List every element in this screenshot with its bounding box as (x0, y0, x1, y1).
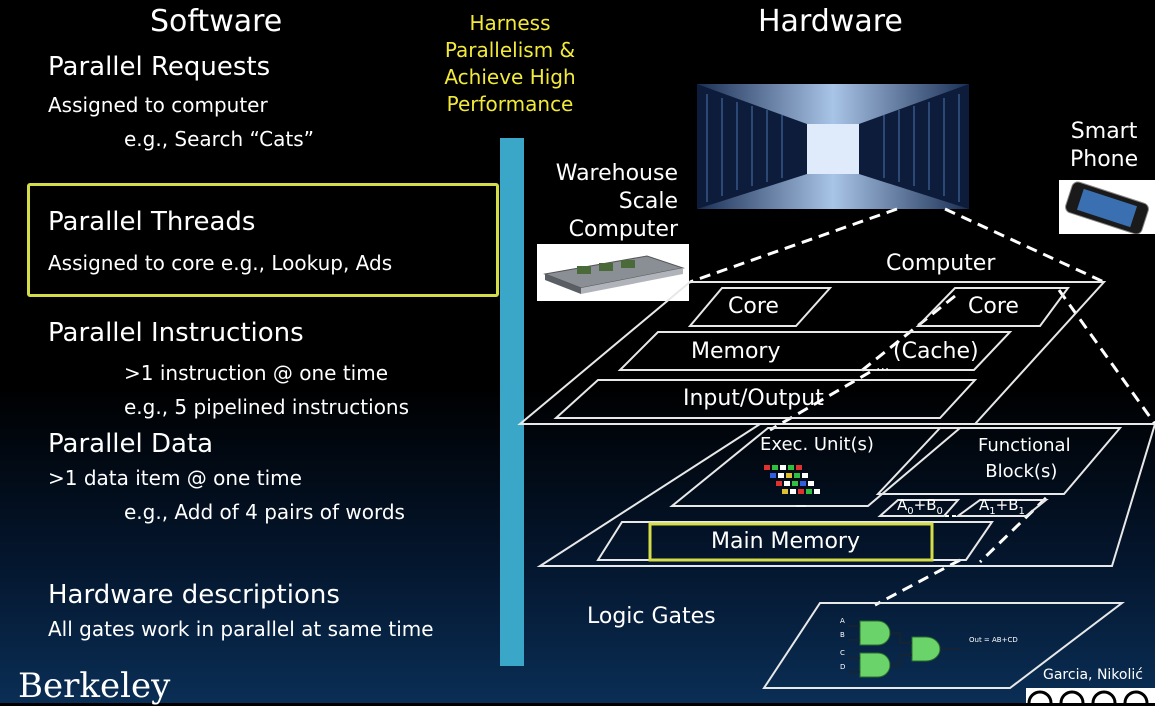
gate-output-label: Out = AB+CD (969, 636, 1018, 644)
io-box (553, 379, 978, 419)
memory-label: Memory (691, 339, 781, 364)
a0-letter: A (897, 496, 908, 514)
server-image (537, 244, 689, 301)
main-memory-label: Main Memory (711, 529, 860, 554)
creative-commons-icon (1026, 688, 1155, 703)
parallelism-bar (500, 138, 524, 666)
exec-units-label: Exec. Unit(s) (760, 434, 874, 455)
parallel-data-line-1: >1 data item @ one time (48, 466, 302, 490)
parallel-requests-line-2: e.g., Search “Cats” (124, 127, 314, 151)
processor-plane (536, 423, 1155, 567)
computer-label: Computer (886, 251, 996, 276)
parallel-requests-title: Parallel Requests (48, 52, 271, 82)
harness-line-1: Harness (469, 11, 551, 35)
a1-sub: 1 (989, 506, 996, 517)
memory-plane-box (596, 521, 994, 561)
parallel-instructions-line-2: e.g., 5 pipelined instructions (124, 395, 410, 419)
smart-phone-line-1: Smart (1070, 119, 1138, 144)
core-left-label: Core (728, 294, 779, 319)
b0-sub: 0 (936, 506, 943, 517)
exec-chip-pattern (764, 465, 820, 507)
io-label: Input/Output (683, 386, 824, 411)
smart-phone-line-2: Phone (1070, 147, 1139, 172)
or-gate (911, 636, 941, 662)
warehouse-line-2: Scale (618, 189, 678, 214)
gate-input-c: C (840, 649, 845, 657)
warehouse-line-3: Computer (568, 217, 678, 242)
author-credit: Garcia, Nikolić (1043, 667, 1143, 683)
dash-datacenter-left (689, 207, 898, 284)
parallel-requests-line-1: Assigned to computer (48, 93, 268, 117)
software-heading: Software (150, 4, 283, 39)
logic-gates-label: Logic Gates (587, 604, 716, 629)
parallel-instructions-title: Parallel Instructions (48, 318, 304, 348)
adder-a0b0-label: A0+B0 (897, 496, 943, 517)
exec-unit-box (669, 427, 963, 507)
gate-wires (848, 625, 960, 673)
functional-block-label: Functional Block(s) (972, 433, 1071, 485)
and-gate-top (859, 620, 891, 646)
harness-label: Harness Parallelism & Achieve High Perfo… (430, 10, 590, 118)
functional-block-line-1: Functional (978, 435, 1071, 456)
b1-sub: 1 (1018, 506, 1025, 517)
core-right-label: Core (968, 294, 1019, 319)
adder-a1b1-label: A1+B1 (979, 496, 1025, 517)
hardware-descriptions-title: Hardware descriptions (48, 580, 340, 610)
main-memory-highlight (648, 522, 934, 562)
parallel-threads-highlight-box (27, 183, 499, 297)
a1-letter: A (979, 496, 990, 514)
smart-phone-image (1059, 180, 1155, 234)
dash-core-to-exec (859, 294, 956, 374)
gate-input-d: D (840, 663, 846, 671)
dash-block-to-gates (978, 496, 1048, 564)
dash-computer-right (1057, 289, 1155, 425)
parallel-threads-line-1: Assigned to core e.g., Lookup, Ads (48, 251, 393, 275)
functional-block-line-2: Block(s) (985, 461, 1058, 482)
b0-letter: +B (913, 496, 937, 514)
core-left-box (687, 287, 833, 327)
memory-box (617, 331, 1013, 371)
parallel-data-line-2: e.g., Add of 4 pairs of words (124, 500, 405, 524)
and-gate-bottom (859, 652, 891, 678)
harness-line-3: Achieve High (444, 65, 576, 89)
parallel-data-title: Parallel Data (48, 429, 214, 459)
a0-sub: 0 (907, 506, 914, 517)
parallel-threads-title: Parallel Threads (48, 207, 256, 237)
core-right-box (915, 287, 1070, 327)
ellipsis-label: ... (876, 358, 890, 374)
gate-input-a: A (840, 617, 845, 625)
warehouse-label: Warehouse Scale Computer (540, 160, 678, 244)
berkeley-logo: Berkeley (18, 666, 171, 706)
gate-input-b: B (840, 631, 845, 639)
b1-letter: +B (995, 496, 1019, 514)
smart-phone-label: Smart Phone (1070, 118, 1138, 174)
dash-datacenter-right (944, 207, 1105, 284)
dash-core-to-exec-2 (769, 370, 871, 432)
datacenter-image (697, 84, 969, 209)
harness-line-2: Parallelism & (444, 38, 576, 62)
hardware-descriptions-line-1: All gates work in parallel at same time (48, 617, 434, 641)
parallel-instructions-line-1: >1 instruction @ one time (124, 361, 389, 385)
warehouse-line-1: Warehouse (555, 161, 678, 186)
adder-a0b0-box (877, 499, 961, 517)
logic-gates-plane (762, 602, 1125, 689)
cache-label: (Cache) (893, 339, 979, 364)
functional-block-box (875, 427, 1123, 495)
harness-line-4: Performance (446, 92, 574, 116)
dash-block-to-gates-2 (874, 558, 961, 607)
adder-a1b1-box (954, 499, 1049, 517)
hardware-heading: Hardware (758, 4, 903, 39)
